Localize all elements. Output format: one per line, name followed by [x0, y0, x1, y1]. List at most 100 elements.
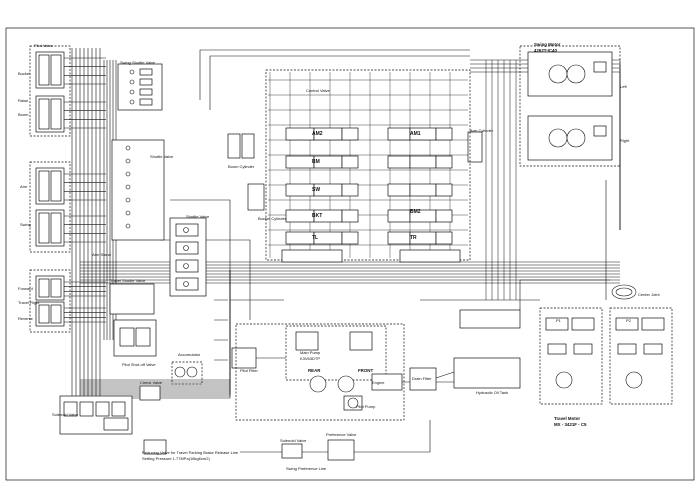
spool-label-1: AM2 — [312, 131, 323, 137]
spool-label-3: SW — [312, 187, 321, 193]
spool-right-a — [387, 183, 411, 197]
hydraulic-line — [519, 279, 610, 310]
shutoff-spool — [135, 327, 151, 347]
label-arm: Arm — [20, 184, 28, 189]
shuttle-element — [139, 78, 153, 86]
pilot-filter — [231, 347, 257, 369]
travel-straight-valve — [281, 249, 343, 263]
spool-right-c — [435, 127, 453, 141]
main-pump-frame — [285, 325, 387, 381]
solenoid-valve-bottom — [281, 443, 303, 459]
label-right-swing: Right — [620, 138, 630, 143]
spool-label-7: BM2 — [410, 209, 421, 215]
circle-symbol — [129, 89, 135, 95]
spool-label-8: TR — [410, 235, 417, 241]
check-valve — [139, 385, 161, 401]
pilot-valve-group-3 — [29, 269, 71, 333]
label-travel-right: Travel Right — [18, 300, 40, 305]
solenoid-cell — [63, 401, 78, 417]
label-swing: Swing — [20, 222, 31, 227]
circle-symbol — [129, 99, 135, 105]
circle-symbol — [183, 245, 189, 251]
pilot-valve-group-2 — [29, 161, 71, 253]
label-reducing-valve: Reducing Valve for Travel Parking Brake … — [142, 450, 239, 455]
boom-cylinder-2 — [241, 133, 255, 159]
label-arm-stand: Arm Stand — [92, 252, 111, 257]
pilot-valve-spool — [50, 54, 62, 86]
label-left-swing: Left — [620, 84, 627, 89]
label-solenoid-valve: Solenoid Valve — [52, 412, 79, 417]
bucket-cylinder — [247, 183, 265, 211]
shuttle-valve-block — [111, 139, 165, 241]
label-engine: Engine — [372, 380, 385, 385]
pilot-valve-spool — [38, 98, 50, 130]
drawing-frame — [5, 27, 695, 481]
circle-symbol — [129, 69, 135, 75]
travel-motor-symbol — [555, 371, 573, 389]
label-swing-motor-model: 4262T-IC40 — [534, 48, 557, 53]
spool-right-b — [409, 183, 437, 197]
travel-valve — [615, 317, 639, 331]
circle-symbol — [129, 79, 135, 85]
travel-valve — [545, 317, 569, 331]
travel-brake — [617, 343, 637, 355]
label-main-pump-model: K3V63DTP — [300, 356, 321, 361]
pilot-valve-spool — [50, 170, 62, 202]
spool-left-c — [341, 209, 359, 223]
label-swing-shuttle-valve: Swing Shuttle Valve — [120, 60, 156, 65]
pilot-valve-spool — [50, 212, 62, 244]
swing-relief — [593, 61, 607, 73]
label-p1: P1 — [556, 318, 561, 323]
solenoid-coil — [103, 417, 129, 431]
hydraulic-line — [435, 371, 455, 379]
spool-label-2: BM — [312, 159, 320, 165]
label-raise: Raise — [18, 98, 29, 103]
spool-left-b — [313, 231, 343, 245]
center-joint-inner — [615, 287, 633, 297]
solenoid-cell — [79, 401, 94, 417]
circle-symbol — [125, 223, 131, 229]
pilot-valve-spool — [50, 98, 62, 130]
label-control-valve: Control Valve — [306, 88, 330, 93]
spool-label-5: TL — [312, 235, 319, 241]
travel-motor-symbol — [625, 371, 643, 389]
pilot-valve-spool — [38, 304, 50, 324]
hydraulic-line — [354, 420, 431, 453]
pilot-pump-symbol — [347, 397, 359, 409]
accumulator-1 — [174, 366, 186, 378]
component-boxes — [5, 27, 695, 481]
shutoff-spool — [119, 327, 135, 347]
spool-left-a — [285, 183, 315, 197]
spool-right-c — [435, 155, 453, 169]
label-pilot-shutoff-valve: Pilot Shut-off Valve — [122, 362, 156, 367]
hydraulic-line — [170, 199, 284, 301]
accumulator-2 — [186, 366, 198, 378]
pilot-valve-spool — [38, 278, 50, 298]
hydraulic-line — [199, 49, 470, 100]
label-reverse: Reverse — [18, 316, 33, 321]
rear-pump — [295, 331, 319, 351]
spool-right-a — [387, 155, 411, 169]
engine — [371, 373, 403, 391]
spool-left-a — [285, 155, 315, 169]
label-swing-preference-line: Swing Preference Line — [286, 466, 327, 471]
drain-filter — [409, 367, 437, 391]
spool-left-a — [285, 127, 315, 141]
swing-motor-group — [519, 45, 621, 167]
control-valve-body — [265, 69, 471, 261]
hydraulic-line — [209, 55, 470, 110]
spool-left-c — [341, 183, 359, 197]
pump-area — [235, 323, 405, 421]
label-pilot-valve: Pilot Valve — [34, 43, 53, 48]
label-swing-motor: Swing Motor — [534, 42, 561, 47]
rear-pump-symbol — [309, 375, 327, 393]
label-shuttle-valve: Shuttle Valve — [150, 154, 174, 159]
spool-right-a — [387, 127, 411, 141]
travel-brake — [547, 343, 567, 355]
swing-motor-symbol — [548, 128, 568, 148]
circle-symbol — [183, 281, 189, 287]
swing-relief — [593, 125, 607, 137]
pilot-valve-spool — [38, 54, 50, 86]
spool-right-c — [435, 183, 453, 197]
spool-left-c — [341, 127, 359, 141]
